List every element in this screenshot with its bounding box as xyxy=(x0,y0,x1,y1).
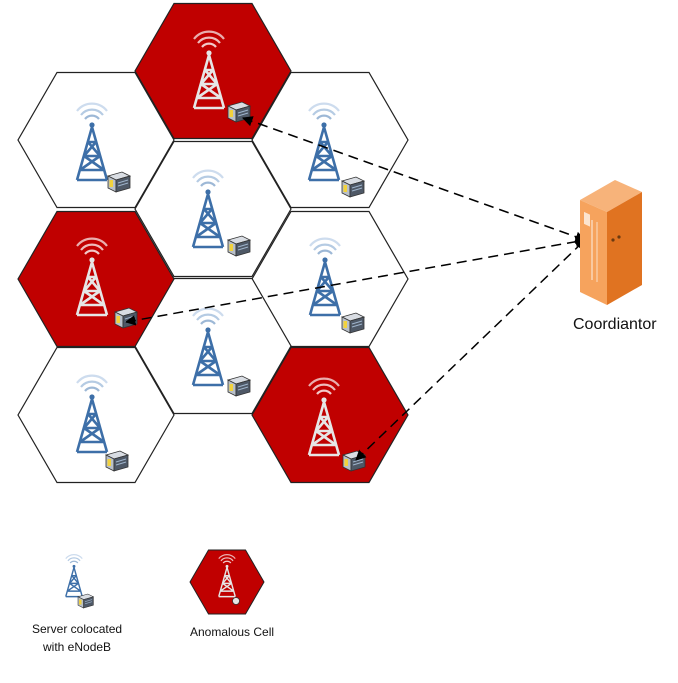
legend-server-label-line2: with eNodeB xyxy=(42,640,111,654)
enodeb-server-icon xyxy=(340,176,366,198)
hex-cell-lower-left xyxy=(17,346,175,484)
enodeb-server-icon xyxy=(226,375,252,397)
legend-anomalous-label: Anomalous Cell xyxy=(190,625,274,639)
legend-server-colocated-icon xyxy=(65,554,95,609)
enodeb-server-icon xyxy=(226,235,252,257)
legend: Server colocated with eNodeB Anomalous C… xyxy=(32,549,274,654)
cell-tower-icon xyxy=(218,554,236,598)
arrow-top-center-to-coordinator xyxy=(242,116,586,242)
cells-layer xyxy=(17,2,409,484)
cell-tower-icon xyxy=(75,237,109,317)
cell-tower-icon xyxy=(75,102,109,182)
cell-tower-icon xyxy=(307,377,341,457)
enodeb-server-icon xyxy=(226,101,252,123)
arrow-lower-right-to-coordinator xyxy=(355,239,586,461)
coordinator-server-icon xyxy=(580,180,642,305)
cell-tower-icon xyxy=(192,30,226,110)
cell-tower-icon xyxy=(75,374,109,454)
cell-tower-icon xyxy=(191,307,225,387)
coordinator-label: Coordiantor xyxy=(573,316,657,333)
legend-anomalous-cell-icon xyxy=(189,549,265,615)
enodeb-server-icon xyxy=(106,171,132,193)
enodeb-server-icon xyxy=(113,307,139,329)
enodeb-server-icon xyxy=(340,312,366,334)
enodeb-server-icon xyxy=(77,593,95,609)
connection-arrows xyxy=(124,116,587,461)
hex-cell-top-center-anomalous xyxy=(134,2,292,140)
legend-server-label-line1: Server colocated xyxy=(32,622,122,636)
hex-cell-upper-left xyxy=(17,71,175,209)
cell-tower-icon xyxy=(65,554,83,598)
enodeb-server-icon xyxy=(104,450,130,472)
